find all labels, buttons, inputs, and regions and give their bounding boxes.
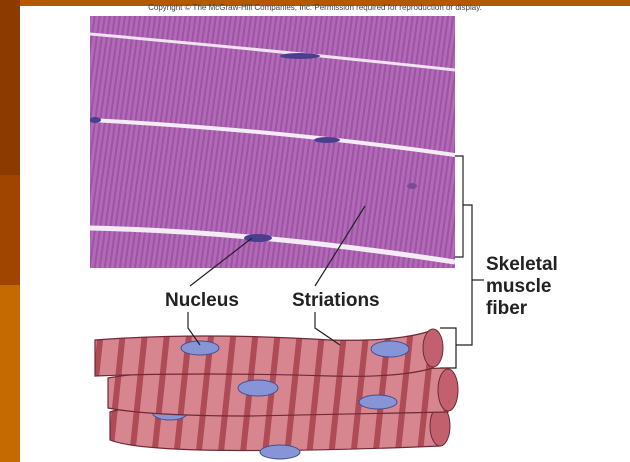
fiber-nucleus: [260, 445, 300, 459]
nucleus-micrograph: [314, 137, 340, 143]
fiber-label-line-2: muscle: [486, 276, 558, 298]
fiber-nucleus: [238, 380, 278, 396]
nucleus-micrograph: [280, 53, 320, 59]
fiber-nucleus: [181, 341, 219, 355]
nucleus-label: Nucleus: [165, 290, 239, 312]
muscle-fiber-top: [95, 329, 443, 376]
fiber-nucleus: [371, 341, 409, 357]
fiber-nucleus: [359, 395, 397, 409]
striations-label: Striations: [292, 290, 380, 312]
micrograph: [89, 16, 455, 268]
fiber-label-line-3: fiber: [486, 298, 558, 320]
fiber-label-line-1: Skeletal: [486, 254, 558, 276]
nucleus-micrograph: [89, 117, 101, 123]
fiber-connector: [456, 205, 472, 345]
nucleus-micrograph: [407, 183, 417, 189]
fiber-bracket-top: [455, 156, 463, 257]
skeletal-muscle-fiber-label: Skeletal muscle fiber: [486, 254, 558, 320]
